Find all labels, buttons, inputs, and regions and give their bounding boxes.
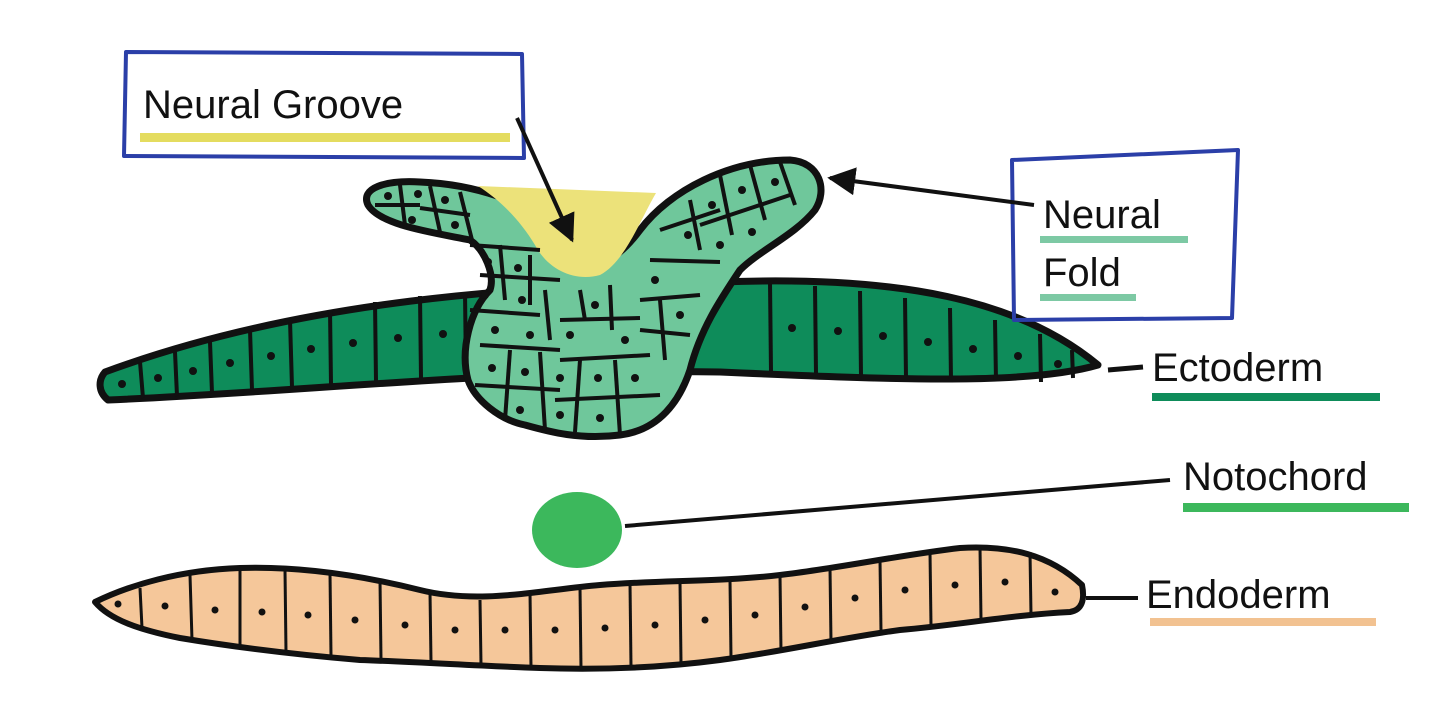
- notochord-underline: [1183, 503, 1409, 512]
- endoderm-layer: [92, 544, 1087, 672]
- neural-plate-cell-walls: [375, 161, 797, 436]
- neural-fold-label-line1: Neural: [1043, 193, 1161, 237]
- neural-fold-underline-2: [1040, 294, 1136, 301]
- neural-groove-label: Neural Groove: [143, 83, 403, 127]
- neural-groove-underline: [140, 133, 510, 142]
- endoderm-nuclei: [114, 578, 1059, 634]
- ectoderm-underline: [1152, 393, 1380, 401]
- endoderm-underline: [1150, 618, 1376, 626]
- neural-groove-pointer: [515, 117, 575, 243]
- neural-fold-underline-1: [1040, 236, 1188, 243]
- endoderm-cell-walls: [138, 546, 1033, 670]
- neural-groove-box: [122, 50, 526, 160]
- neural-fold-label-line2: Fold: [1043, 251, 1121, 295]
- neural-fold-pointer: [827, 167, 1035, 207]
- ectoderm-pointer: [1107, 364, 1144, 373]
- notochord: [532, 492, 622, 568]
- neural-plate-nuclei: [384, 178, 779, 422]
- neural-fold-box: [1010, 148, 1240, 322]
- notochord-pointer: [624, 478, 1171, 528]
- endoderm-label: Endoderm: [1146, 573, 1331, 617]
- ectoderm-label: Ectoderm: [1152, 346, 1323, 390]
- neural-plate: [363, 156, 825, 441]
- notochord-label: Notochord: [1183, 455, 1368, 499]
- ectoderm-nuclei: [118, 324, 1062, 388]
